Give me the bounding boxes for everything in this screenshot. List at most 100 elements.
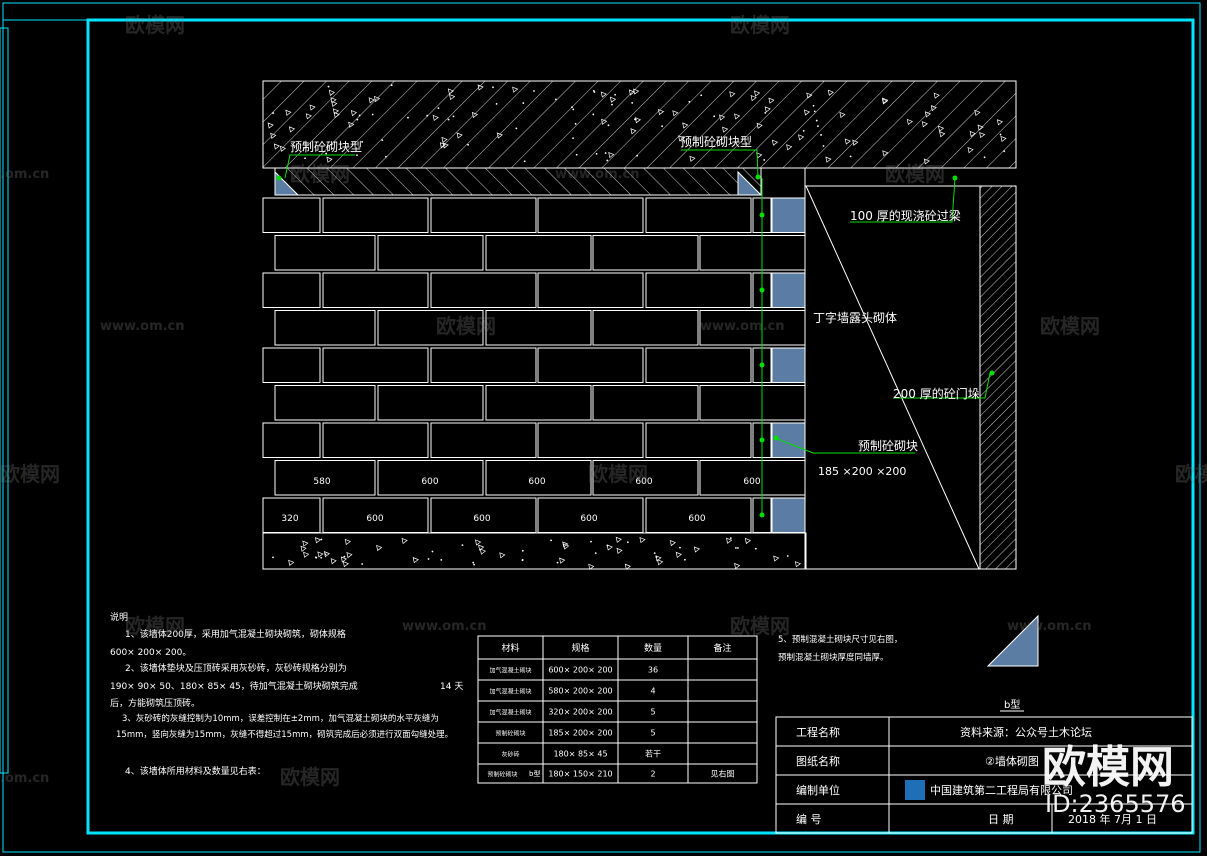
brick <box>430 272 537 308</box>
wm-brand-4: 欧模网 <box>1040 314 1100 338</box>
brick <box>645 422 752 458</box>
brick <box>377 310 484 346</box>
note-line-5: 14 天 <box>440 682 463 692</box>
wm-url-3: www.om.cn <box>555 167 640 182</box>
brick <box>592 235 699 271</box>
note-line-3: 2、该墙体垫块及压顶砖采用灰砂砖，灰砂砖规格分别为 <box>125 662 347 674</box>
slab-aggregate <box>267 84 1007 165</box>
table-header: 数量 <box>644 642 662 654</box>
watermarks: 欧模网 欧模网 www.om.cn 欧模网 www.om.cn 欧模网 欧模网 … <box>0 13 1207 818</box>
leader-lines <box>284 149 991 515</box>
wm-brand-large: 欧模网 <box>1042 742 1174 793</box>
wm-url-5: www.om.cn <box>1007 619 1092 634</box>
table-cell: 320× 200× 200 <box>548 708 612 717</box>
detail-b-label: b型 <box>1004 698 1020 711</box>
brick <box>322 272 429 308</box>
dim-r2-4: 600 <box>688 514 705 524</box>
brick-rows <box>262 197 806 533</box>
brick <box>377 460 484 496</box>
brick <box>377 385 484 421</box>
brick <box>262 422 321 458</box>
brick <box>592 460 699 496</box>
tb-org-label: 编制单位 <box>796 783 840 797</box>
detail-b: b型 <box>986 614 1039 712</box>
wm-brand-5: 欧模网 <box>0 462 60 486</box>
brick <box>699 460 806 496</box>
dim-r2-1: 600 <box>366 514 383 524</box>
detail-b-triangle <box>986 614 1039 667</box>
table-cell: 灰砂砖 <box>501 751 519 759</box>
wm-brand-11: 欧模网 <box>730 614 790 638</box>
tb-date-label: 日 期 <box>988 813 1014 826</box>
brick <box>645 272 752 308</box>
top-brick-course <box>274 167 762 196</box>
note-line-2: 600× 200× 200。 <box>110 648 191 658</box>
note-line-9: 4、该墙体所用材料及数量见右表： <box>125 765 266 777</box>
table-cell: 2 <box>650 770 655 779</box>
tb-number-label: 编 号 <box>796 812 822 826</box>
brick <box>262 197 321 233</box>
precast-side-block <box>771 497 806 533</box>
door-jamb <box>979 185 1017 570</box>
tb-drawing-name-value: ②墙体砌图 <box>985 754 1039 768</box>
brick <box>699 310 806 346</box>
brick <box>274 385 376 421</box>
concrete-slab <box>262 80 1017 169</box>
dim-r1-3: 600 <box>635 477 652 487</box>
brick <box>537 272 644 308</box>
brick <box>537 197 644 233</box>
table-cell: 见右图 <box>711 769 735 779</box>
tb-org-value: 中国建筑第二工程局有限公司 <box>930 783 1073 797</box>
inner-frame <box>86 18 1195 835</box>
floor-beam <box>262 532 807 570</box>
tb-drawing-name-label: 图纸名称 <box>796 754 840 768</box>
wm-brand-9: 欧模网 <box>885 162 945 186</box>
wm-url-4: www.om.cn <box>402 619 487 634</box>
wm-brand-12: 欧模网 <box>280 765 340 789</box>
brick <box>430 422 537 458</box>
precast-wedge-right <box>737 170 763 196</box>
brick <box>322 197 429 233</box>
wm-side-1: .om.cn <box>0 167 49 182</box>
precast-side-block <box>771 272 806 308</box>
brick <box>262 497 321 533</box>
label-precast-mold-right: 预制砼砌块型 <box>680 135 752 149</box>
table-cell: 加气混凝土砌块 <box>489 688 531 696</box>
table-row6-type: b型 <box>529 769 540 778</box>
brick <box>274 235 376 271</box>
brick <box>262 272 321 308</box>
table-header: 材料 <box>501 642 519 654</box>
dim-r1-2: 600 <box>528 477 545 487</box>
label-lintel: 100 厚的现浇砼过梁 <box>850 208 961 223</box>
note-line-1: 1、该墙体200厚，采用加气混凝土砌块砌筑，砌体规格 <box>125 628 346 640</box>
brick <box>430 497 537 533</box>
wm-url-2: www.om.cn <box>700 319 785 334</box>
notes-title: 说明 <box>110 611 128 623</box>
table-cell: 加气混凝土砌块 <box>489 667 531 675</box>
brick <box>699 235 806 271</box>
table-header: 规格 <box>571 642 589 654</box>
table-cell: 4 <box>650 687 655 696</box>
label-precast-block-size: 185 ×200 ×200 <box>818 465 906 478</box>
tb-date-value: 2018 年 7月 1 日 <box>1068 812 1157 826</box>
brick <box>537 497 644 533</box>
table-cell: 5 <box>650 729 655 738</box>
wm-brand-2: 欧模网 <box>730 13 790 37</box>
table-cell: 180× 150× 210 <box>548 770 612 779</box>
brick <box>485 460 592 496</box>
tb-project-name-value: 资料来源：公众号土木论坛 <box>960 725 1092 739</box>
leader-dots <box>276 174 995 518</box>
dim-r1-4: 600 <box>743 477 760 487</box>
wm-brand-7: 欧模网 <box>1175 462 1207 486</box>
brick <box>322 497 429 533</box>
note-line-6: 后，方能砌筑压顶砖。 <box>110 697 200 709</box>
wm-brand-3: 欧模网 <box>436 314 496 338</box>
label-door-jamb: 200 厚的砼门垛 <box>893 386 980 401</box>
note-line-7: 3、灰砂砖的灰缝控制为10mm，误差控制在±2mm，加气混凝土砌块的水平灰缝为 <box>122 713 439 724</box>
title-block: 工程名称 资料来源：公众号土木论坛 图纸名称 ②墙体砌图 编制单位 中国建筑第二… <box>775 716 1193 834</box>
label-t-wall: 丁字墙露头砌体 <box>813 310 897 325</box>
label-precast-mold-left: 预制砼砌块型 <box>290 140 362 154</box>
wm-url-1: www.om.cn <box>100 319 185 334</box>
brick <box>485 310 592 346</box>
